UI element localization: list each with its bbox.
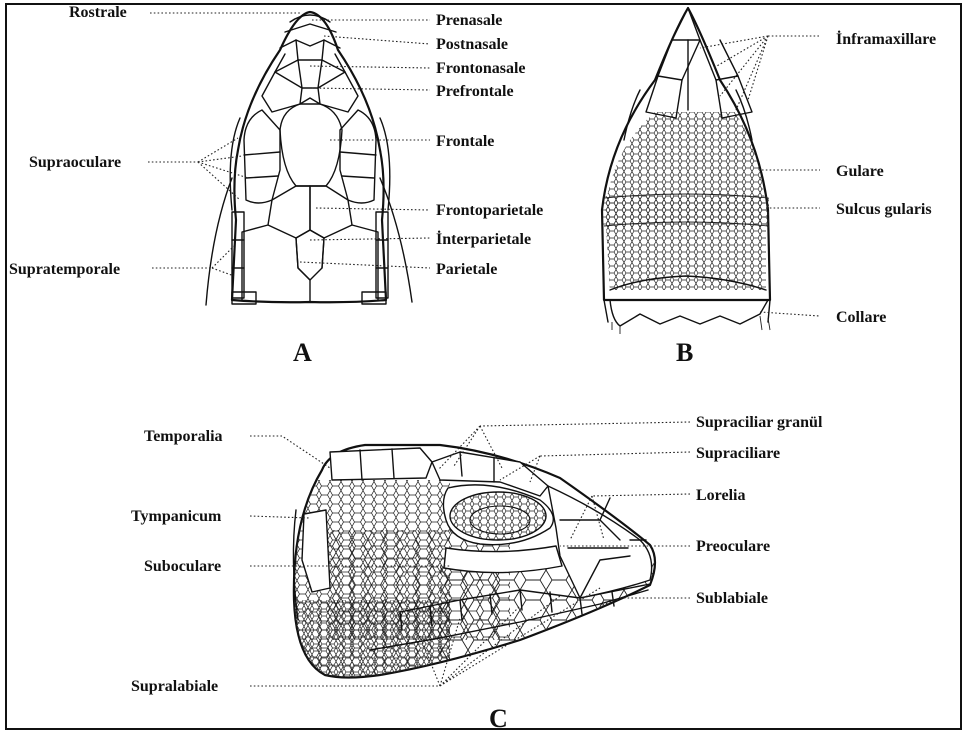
label-parietale: Parietale	[436, 261, 497, 278]
label-lorelia: Lorelia	[696, 487, 745, 504]
label-suboculare: Suboculare	[144, 558, 221, 575]
label-rostrale: Rostrale	[69, 4, 127, 21]
label-supraoculare: Supraoculare	[29, 154, 121, 171]
label-interparietale: İnterparietale	[436, 229, 531, 248]
label-supratemporale: Supratemporale	[9, 261, 120, 278]
label-postnasale: Postnasale	[436, 36, 508, 53]
panel-b-drawing	[600, 8, 775, 334]
label-supraciliare: Supraciliare	[696, 445, 780, 462]
label-sulcus-gularis: Sulcus gularis	[836, 201, 932, 218]
label-inframaxillare: İnframaxillare	[836, 29, 936, 48]
panel-c-drawing	[290, 445, 660, 680]
label-prenasale: Prenasale	[436, 12, 502, 29]
label-preoculare: Preoculare	[696, 538, 770, 555]
panel-b-letter: B	[676, 338, 693, 367]
panel-a-drawing	[206, 12, 412, 305]
label-tympanicum: Tympanicum	[131, 508, 222, 525]
label-temporalia: Temporalia	[144, 428, 223, 445]
label-gulare: Gulare	[836, 163, 884, 180]
label-frontoparietale: Frontoparietale	[436, 202, 543, 219]
label-supraciliar-granul: Supraciliar granül	[696, 414, 823, 431]
label-supralabiale: Supralabiale	[131, 678, 218, 695]
panel-c-letter: C	[489, 704, 508, 733]
label-frontonasale: Frontonasale	[436, 60, 525, 77]
label-frontale: Frontale	[436, 133, 494, 150]
label-collare: Collare	[836, 309, 886, 326]
label-sublabiale: Sublabiale	[696, 590, 768, 607]
label-prefrontale: Prefrontale	[436, 83, 514, 100]
panel-a-letter: A	[293, 338, 312, 367]
